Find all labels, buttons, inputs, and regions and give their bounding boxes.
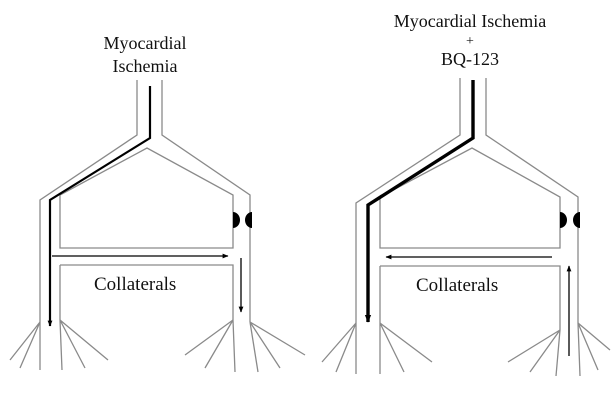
right-title-line3: BQ-123 bbox=[441, 49, 499, 69]
right-distal-branches-right bbox=[508, 323, 610, 376]
right-collaterals-label: Collaterals bbox=[416, 275, 498, 296]
left-occlusion bbox=[233, 212, 252, 228]
left-title-line1: Myocardial bbox=[104, 33, 187, 53]
right-vessel-wall-inner bbox=[380, 148, 560, 248]
left-distal-branches-left bbox=[10, 320, 108, 370]
right-distal-branches-left bbox=[322, 323, 432, 374]
right-title-plus: + bbox=[466, 34, 474, 49]
left-panel: Myocardial Ischemia bbox=[10, 33, 305, 372]
left-title-line2: Ischemia bbox=[113, 56, 178, 76]
left-distal-branches-right bbox=[185, 320, 305, 372]
right-flow-arrows bbox=[368, 80, 569, 356]
right-panel: Myocardial Ischemia + BQ-123 Collaterals bbox=[322, 11, 610, 376]
left-vessel-wall-inner bbox=[60, 148, 233, 248]
left-collaterals-label: Collaterals bbox=[94, 274, 176, 295]
right-title-line1: Myocardial Ischemia bbox=[394, 11, 546, 31]
right-vessel-tree bbox=[322, 78, 610, 376]
right-vessel-wall-outer-right bbox=[486, 78, 578, 323]
left-vessel-tree bbox=[10, 80, 305, 372]
right-occlusion bbox=[560, 212, 580, 228]
